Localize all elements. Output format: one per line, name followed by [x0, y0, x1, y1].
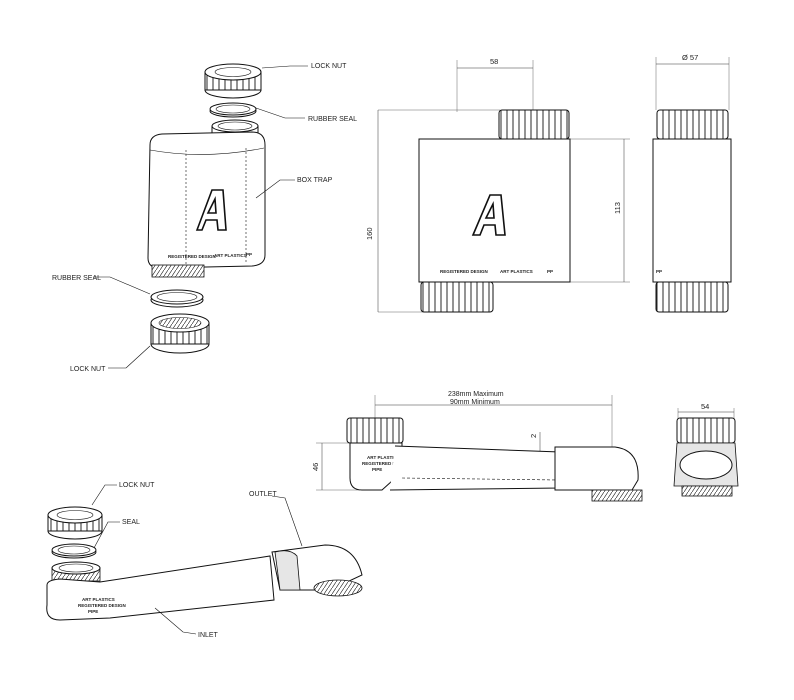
side-body: [652, 138, 732, 283]
leader-inlet: [154, 607, 197, 635]
dim-160: 160: [365, 227, 374, 240]
pipe-inlet-spigot: [51, 561, 101, 582]
top-rubber-seal: [209, 102, 257, 118]
side-marking-pp: PP: [656, 269, 662, 274]
end-view-nut: [676, 417, 736, 444]
dim-max-length: 238mm Maximum: [448, 391, 504, 398]
front-elevation-view: 58 160 113 REGISTERED DESIGN ART PLASTIC…: [365, 57, 630, 313]
pipe-view-outlet-thread: [591, 489, 643, 502]
pipe-view-nut: [346, 417, 404, 444]
side-elevation-view: Ø 57 PP: [652, 53, 732, 313]
left-lock-nut: [150, 313, 210, 354]
dim-46: 46: [311, 463, 320, 471]
dim-dia-57: Ø 57: [682, 53, 698, 62]
side-top-nut: [656, 109, 729, 140]
dim-54: 54: [701, 402, 709, 411]
box-marking-art-plastics: ART PLASTICS: [214, 253, 247, 258]
pipe-view-pipe: [389, 445, 561, 491]
front-top-nut: [498, 109, 570, 140]
side-bottom-nut: [655, 281, 729, 313]
leader-lock-nut-top: [261, 65, 308, 69]
box-trap-body: REGISTERED DESIGN ART PLASTICS PP: [147, 131, 266, 269]
top-lock-nut: [204, 63, 262, 99]
leader-lock-nut-bottom: [91, 484, 117, 506]
label-lock-nut-left: LOCK NUT: [70, 366, 106, 373]
bottom-thread: [151, 264, 205, 278]
front-marking-pp: PP: [547, 269, 553, 274]
box-marking-registered: REGISTERED DESIGN: [168, 254, 216, 259]
pipe-trap-end-view: 54: [673, 402, 739, 497]
pipe-lock-nut: [47, 506, 103, 540]
front-marking-art-plastics: ART PLASTICS: [500, 269, 533, 274]
leader-lock-nut-left: [108, 345, 151, 369]
leader-outlet: [271, 495, 303, 547]
exploded-box-trap-view: REGISTERED DESIGN ART PLASTICS PP LOCK N…: [52, 63, 357, 373]
pipe-body: [46, 555, 275, 621]
label-rubber-seal-top: RUBBER SEAL: [308, 116, 357, 123]
end-view-thread: [681, 485, 733, 497]
pipe-view-mark-2: REGISTERED DESIGN: [362, 461, 410, 466]
pipe-seal: [51, 543, 97, 559]
label-lock-nut-bottom: LOCK NUT: [119, 482, 155, 489]
pipe-view-mark-1: ART PLASTICS: [367, 455, 400, 460]
pipe-trap-elevation-view: 238mm Maximum 90mm Minimum 46 2 ART PLAS…: [311, 391, 643, 502]
dim-min-length: 90mm Minimum: [450, 399, 500, 406]
label-rubber-seal-left: RUBBER SEAL: [52, 275, 101, 282]
pipe-mark-3: PIPE: [88, 609, 98, 614]
label-inlet: INLET: [198, 632, 219, 639]
exploded-pipe-trap-view: ART PLASTICS REGISTERED DESIGN PIPE LOCK…: [46, 482, 363, 639]
label-seal-bottom: SEAL: [122, 519, 140, 526]
leader-rubber-seal-top: [255, 107, 305, 119]
front-logo: [471, 194, 506, 236]
pipe-view-elbow: [554, 446, 639, 491]
pipe-outlet-elbow: [271, 544, 363, 597]
leader-seal-bottom: [93, 521, 120, 549]
box-marking-pp: PP: [246, 252, 252, 257]
dim-fall-2: 2: [529, 434, 538, 438]
leader-box-trap: [255, 179, 295, 199]
dim-113: 113: [613, 202, 622, 214]
dim-58: 58: [490, 57, 498, 66]
left-rubber-seal: [150, 289, 204, 308]
pipe-mark-1: ART PLASTICS: [82, 597, 115, 602]
label-box-trap: BOX TRAP: [297, 177, 333, 184]
label-outlet: OUTLET: [249, 491, 277, 498]
label-lock-nut-top: LOCK NUT: [311, 63, 347, 70]
front-marking-registered: REGISTERED DESIGN: [440, 269, 488, 274]
front-bottom-nut: [420, 281, 494, 313]
pipe-mark-2: REGISTERED DESIGN: [78, 603, 126, 608]
pipe-view-mark-3: PIPE: [372, 467, 382, 472]
leader-rubber-seal-left: [93, 276, 151, 295]
